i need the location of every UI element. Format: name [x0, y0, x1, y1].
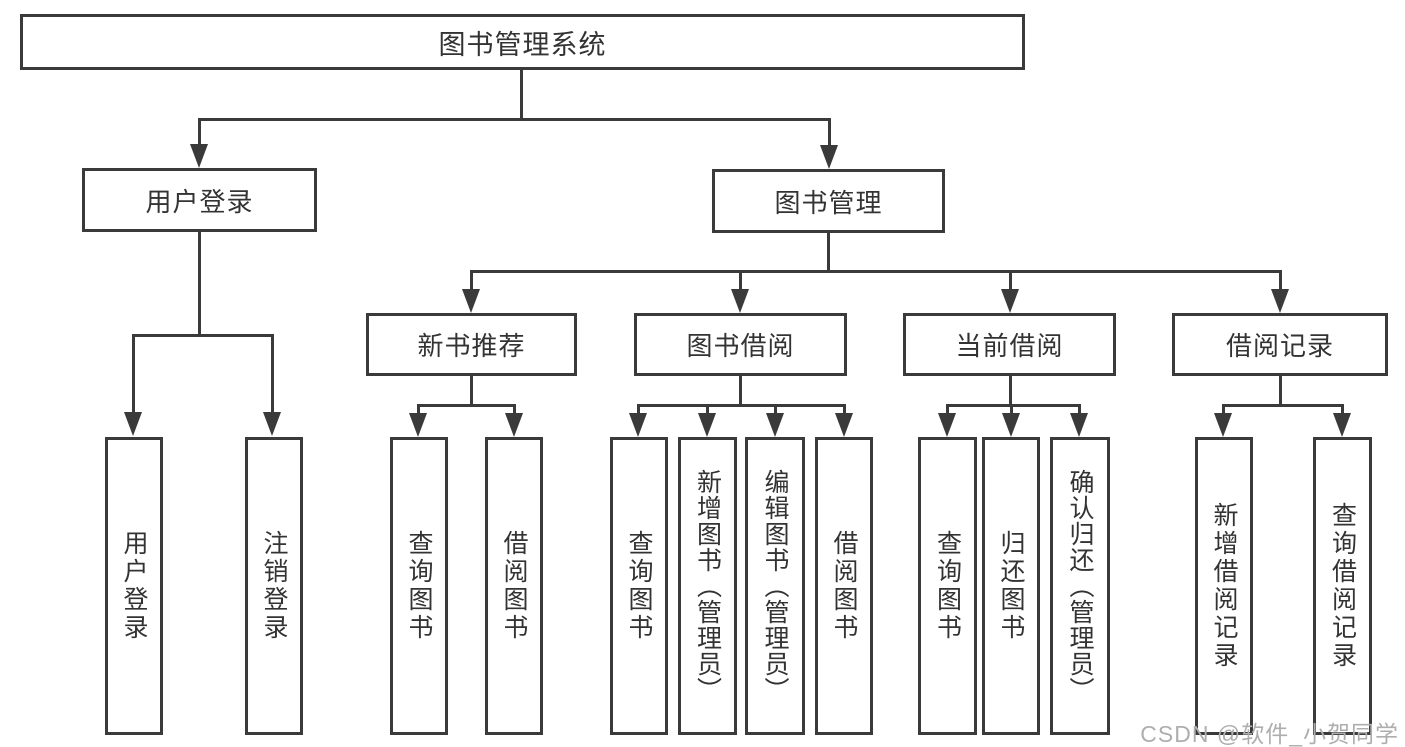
arrow-down-icon: [766, 413, 784, 437]
connector-line: [132, 334, 135, 414]
node-bb-borrow-books: 借阅图书: [815, 437, 873, 735]
connector-line: [739, 270, 742, 292]
node-user-login-leaf: 用户登录: [105, 437, 163, 735]
arrow-down-icon: [1214, 413, 1232, 437]
node-bb-borrow-books-label: 借阅图书: [830, 530, 858, 642]
node-bb-query-books-label: 查询图书: [625, 530, 653, 642]
arrow-down-icon: [731, 289, 749, 313]
node-br-add-record-label: 新增借阅记录: [1210, 502, 1238, 670]
connector-line: [1222, 404, 1343, 407]
arrow-down-icon: [1001, 289, 1019, 313]
arrow-down-icon: [1002, 413, 1020, 437]
connector-line: [417, 404, 420, 416]
node-borrowing-records: 借阅记录: [1172, 313, 1388, 376]
node-br-query-record: 查询借阅记录: [1313, 437, 1372, 735]
node-cb-return-books-label: 归还图书: [997, 530, 1025, 642]
node-cb-query-books: 查询图书: [918, 437, 977, 735]
connector-line: [470, 270, 473, 292]
node-cb-confirm-return-admin-label: 确认归还（管理员）: [1066, 469, 1094, 703]
node-borrowing-records-label: 借阅记录: [1225, 331, 1334, 361]
node-nbr-borrow-books-label: 借阅图书: [500, 530, 528, 642]
connector-line: [198, 118, 201, 147]
arrow-down-icon: [835, 413, 853, 437]
connector-line: [946, 404, 1081, 407]
connector-line: [1078, 404, 1081, 416]
connector-line: [1279, 376, 1282, 407]
connector-line: [1009, 376, 1012, 407]
node-root-label: 图书管理系统: [438, 29, 607, 60]
node-bb-edit-books-admin: 编辑图书（管理员）: [745, 437, 805, 735]
arrow-down-icon: [124, 412, 142, 436]
arrow-down-icon: [1271, 289, 1289, 313]
node-user-login: 用户登录: [82, 168, 317, 232]
connector-line: [828, 118, 831, 147]
node-user-login-label: 用户登录: [145, 186, 254, 217]
arrow-down-icon: [629, 413, 647, 437]
arrow-down-icon: [698, 413, 716, 437]
connector-line: [1222, 404, 1225, 416]
connector-line: [520, 70, 523, 121]
connector-line: [198, 118, 831, 121]
arrow-down-icon: [938, 413, 956, 437]
connector-line: [513, 404, 516, 416]
node-bb-add-books-admin: 新增图书（管理员）: [678, 437, 737, 735]
node-current-borrowing: 当前借阅: [903, 313, 1116, 376]
node-new-book-recommend-label: 新书推荐: [417, 331, 526, 361]
arrow-down-icon: [1333, 413, 1351, 437]
connector-line: [470, 270, 1281, 273]
connector-line: [470, 376, 473, 407]
node-nbr-query-books: 查询图书: [390, 437, 448, 735]
connector-line: [1010, 404, 1013, 416]
csdn-watermark: CSDN @软件_小贺同学: [1140, 721, 1399, 747]
arrow-down-icon: [505, 413, 523, 437]
node-br-add-record: 新增借阅记录: [1195, 437, 1253, 735]
node-current-borrowing-label: 当前借阅: [955, 331, 1064, 361]
connector-line: [271, 334, 274, 414]
connector-line: [827, 233, 830, 273]
node-cb-query-books-label: 查询图书: [933, 530, 962, 642]
node-user-login-leaf-label: 用户登录: [120, 530, 148, 642]
connector-line: [198, 232, 201, 337]
node-root: 图书管理系统: [20, 14, 1025, 70]
arrow-down-icon: [462, 289, 480, 313]
node-br-query-record-label: 查询借阅记录: [1328, 502, 1357, 670]
arrow-down-icon: [263, 412, 281, 436]
connector-line: [843, 404, 846, 416]
node-cb-return-books: 归还图书: [982, 437, 1040, 735]
node-book-borrowing: 图书借阅: [634, 313, 847, 376]
connector-line: [637, 404, 846, 407]
connector-line: [132, 334, 274, 337]
arrow-down-icon: [1070, 413, 1088, 437]
node-logout: 注销登录: [245, 437, 303, 735]
arrow-down-icon: [409, 413, 427, 437]
node-nbr-query-books-label: 查询图书: [405, 530, 433, 642]
arrow-down-icon: [190, 144, 208, 168]
node-new-book-recommend: 新书推荐: [366, 313, 577, 376]
node-bb-edit-books-admin-label: 编辑图书（管理员）: [761, 469, 789, 703]
connector-line: [417, 404, 516, 407]
node-book-borrowing-label: 图书借阅: [686, 331, 795, 361]
connector-line: [774, 404, 777, 416]
node-bb-query-books: 查询图书: [610, 437, 668, 735]
arrow-down-icon: [820, 145, 838, 169]
connector-line: [637, 404, 640, 416]
node-bb-add-books-admin-label: 新增图书（管理员）: [693, 469, 722, 703]
node-book-management: 图书管理: [712, 169, 945, 233]
connector-line: [739, 376, 742, 407]
node-nbr-borrow-books: 借阅图书: [485, 437, 543, 735]
connector-line: [706, 404, 709, 416]
connector-line: [1009, 270, 1012, 292]
node-cb-confirm-return-admin: 确认归还（管理员）: [1050, 437, 1110, 735]
connector-line: [946, 404, 949, 416]
connector-line: [1341, 404, 1344, 416]
connector-line: [1279, 270, 1282, 292]
node-logout-label: 注销登录: [260, 530, 288, 642]
node-book-management-label: 图书管理: [774, 187, 883, 218]
